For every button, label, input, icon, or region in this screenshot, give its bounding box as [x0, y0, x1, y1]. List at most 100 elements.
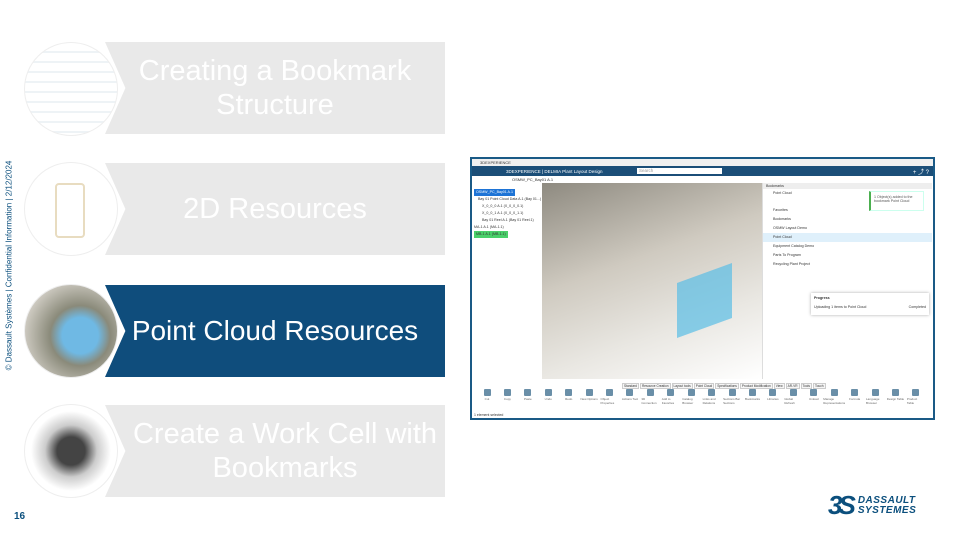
thumbnail-bookmark-structure [24, 42, 118, 136]
thumbnail-work-cell [24, 404, 118, 498]
ribbon-button[interactable]: Global Refresh [784, 389, 802, 411]
page-number: 16 [14, 511, 26, 522]
ribbon-button[interactable]: Actions Tool [621, 389, 639, 411]
ribbon-tab[interactable]: AR-VR [785, 383, 800, 389]
tool-icon [667, 389, 675, 396]
app-screenshot: 3DEXPERIENCE 3DEXPERIENCE | DELMIA Plant… [470, 157, 935, 420]
ribbon-button[interactable]: Add to Favorites [662, 389, 680, 411]
ribbon-button[interactable]: Links and Relations [703, 389, 721, 411]
tree-node[interactable]: MB-1 A.1 (MB-1.1) [474, 231, 508, 238]
ribbon-tab[interactable]: Resource Creation [639, 383, 671, 389]
ribbon-button-label: Formula [849, 397, 861, 401]
bookmark-row[interactable]: Favorites [773, 208, 788, 212]
bookmark-row[interactable]: Bookmarks [773, 217, 791, 221]
ribbon-tab[interactable]: Layout tools [671, 383, 693, 389]
ribbon-tab[interactable]: View [773, 383, 785, 389]
ribbon-button-label: Undo [544, 397, 552, 401]
notification: 1 Object(s) added to the bookmark Point … [869, 191, 924, 211]
tool-icon [606, 389, 614, 396]
tool-icon [565, 389, 573, 396]
tool-icon [728, 389, 736, 396]
bookmarks-panel: Bookmarks Point Cloud Favorites Bookmark… [762, 183, 932, 379]
ribbon-button[interactable]: Cut [478, 389, 496, 411]
search-input[interactable]: Search [637, 168, 722, 174]
ribbon-button-label: Add to Favorites [661, 397, 675, 405]
ribbon-button-label: Unload [808, 397, 819, 401]
logo-line1: DASSAULT [857, 494, 916, 506]
ribbon-button-label: Libraries [767, 397, 779, 401]
ribbon-button[interactable]: Manage Representations [823, 389, 846, 411]
app-title: 3DEXPERIENCE | DELMIA Plant Layout Desig… [506, 168, 603, 174]
ribbon-tab[interactable]: Standard [622, 383, 639, 389]
tool-icon [626, 389, 634, 396]
tool-icon [912, 389, 920, 396]
ribbon-tab[interactable]: Touch [813, 383, 826, 389]
tree-node[interactable]: X_0_0_0 A.1 (X_0_0_0.1) [482, 204, 524, 208]
ribbon-button[interactable]: New Options [580, 389, 598, 411]
tree-node[interactable]: X_0_0_1 A.1 (X_0_0_1.1) [482, 211, 524, 215]
tool-icon [830, 389, 838, 396]
tree-node[interactable]: MA-1 A.1 (MA-1.1) [474, 225, 504, 229]
confidential-text: © Dassault Systèmes | Confidential Infor… [4, 160, 14, 370]
panel-title: Bookmarks [763, 183, 932, 189]
doc-tab[interactable]: OSMW_PC_Bay01 A.1 [512, 177, 554, 182]
ribbon-tab[interactable]: Point Cloud [693, 383, 715, 389]
ribbon-button[interactable]: Unload [805, 389, 823, 411]
tool-icon [891, 389, 899, 396]
ribbon-button[interactable]: Language Browser [866, 389, 884, 411]
tree-node[interactable]: OSMW_PC_Bay01 A.1 [474, 189, 515, 196]
tree-node[interactable]: Bay 01 Reel A.1 (Bay 01 Reel.1) [482, 218, 534, 222]
ribbon-button-label: Actions Tool [621, 397, 639, 401]
menu-item-work-cell[interactable]: Create a Work Cell with Bookmarks [105, 405, 445, 497]
bookmark-row[interactable]: Point Cloud [763, 233, 932, 242]
ribbon-button-label: New Options [580, 397, 598, 401]
tool-icon [871, 389, 879, 396]
menu-item-2d-resources[interactable]: 2D Resources [105, 163, 445, 255]
tool-icon [646, 389, 654, 396]
ribbon-button[interactable]: Product Table [907, 389, 925, 411]
ribbon-button[interactable]: Libraries [764, 389, 782, 411]
ribbon-button[interactable]: Bookmarks [743, 389, 761, 411]
ribbon-button[interactable]: Undo [539, 389, 557, 411]
ribbon-tab[interactable]: Specifications [715, 383, 739, 389]
status-bar: 1 element selected [474, 413, 504, 417]
ribbon-button-label: Global Refresh [784, 397, 795, 405]
tree-node[interactable]: Bay 01 Point Cloud Data A.1 (Bay 01...) [478, 197, 542, 201]
ribbon-button-label: Object Properties [600, 397, 615, 405]
progress-task: Uploading 1 items to Point Cloud [814, 305, 867, 309]
ribbon-tab[interactable]: Tools [800, 383, 812, 389]
point-cloud-viewport[interactable] [542, 183, 762, 379]
ribbon-button[interactable]: Redo [560, 389, 578, 411]
thumbnail-point-cloud [24, 284, 118, 378]
ribbon-button[interactable]: Design Table [886, 389, 904, 411]
logo-mark-icon: 3S [828, 490, 856, 520]
tool-icon [585, 389, 593, 396]
ribbon-button[interactable]: Object Properties [601, 389, 619, 411]
ribbon-tab[interactable]: Product Modification [739, 383, 773, 389]
ribbon-button-label: Manage Representations [823, 397, 846, 405]
ribbon-button[interactable]: Copy [498, 389, 516, 411]
menu-item-bookmark-structure[interactable]: Creating a Bookmark Structure [105, 42, 445, 134]
ribbon-button-label: Design Table [886, 397, 905, 401]
ribbon-button[interactable]: Catalog Browser [682, 389, 700, 411]
app-header: 3DEXPERIENCE | DELMIA Plant Layout Desig… [472, 166, 933, 176]
ribbon-button-label: Paste [524, 397, 532, 401]
header-icons[interactable]: + ⤴ ? [912, 170, 929, 176]
ribbon-button-label: 3D Connection [641, 397, 657, 405]
bookmark-row[interactable]: Parts To Program [773, 253, 801, 257]
tool-icon [708, 389, 716, 396]
bookmark-row[interactable]: Recycling Plant Project [773, 262, 810, 266]
panel-search[interactable]: Point Cloud [773, 191, 792, 195]
bookmark-row[interactable]: OSMW Layout Demo [773, 226, 807, 230]
ribbon-button[interactable]: 3D Connection [641, 389, 659, 411]
ribbon-button[interactable]: Sections Bar Sections [723, 389, 741, 411]
selected-cell [677, 262, 732, 339]
bookmark-row[interactable]: Equipment Catalog Demo [773, 244, 815, 248]
ribbon-button[interactable]: Paste [519, 389, 537, 411]
ribbon-button[interactable]: Formula [846, 389, 864, 411]
menu-item-point-cloud-resources[interactable]: Point Cloud Resources [105, 285, 445, 377]
product-tree: OSMW_PC_Bay01 A.1 Bay 01 Point Cloud Dat… [474, 189, 542, 238]
window-title: 3DEXPERIENCE [472, 159, 933, 166]
